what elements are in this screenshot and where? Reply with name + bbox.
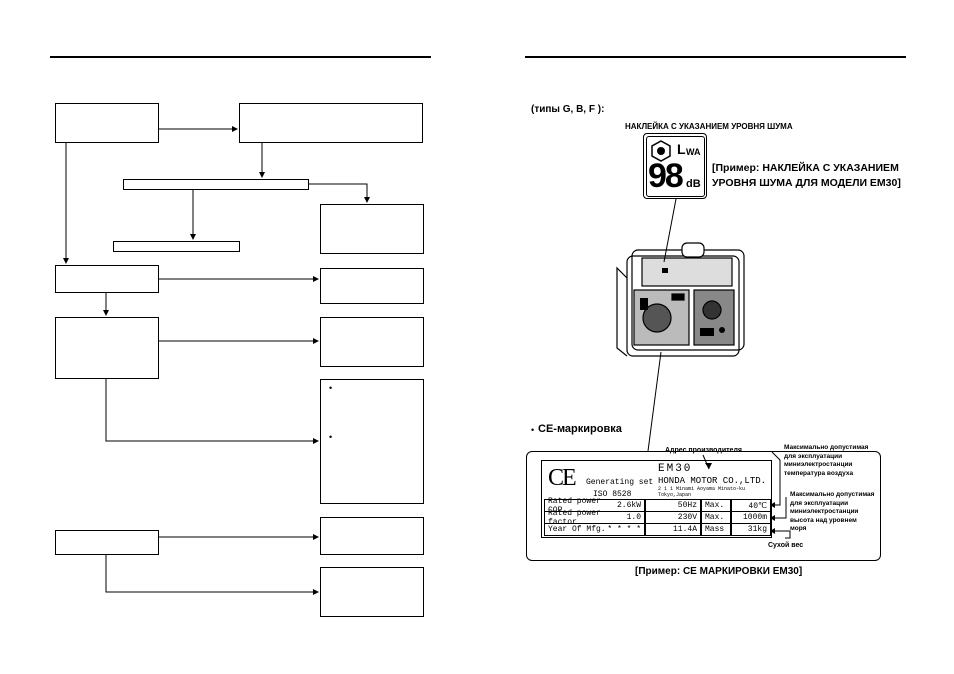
plate-row-3: Year Of Mfg. * * * * 11.4A Mass 31kg: [544, 523, 771, 536]
flow-box-1: [55, 103, 159, 143]
max-temp-line-2: для эксплуатации: [784, 452, 843, 460]
max-temp-line-3: миниэлектростанции: [784, 461, 853, 468]
generator-illustration: [616, 242, 745, 357]
plate-address-1: 2 1 1 Minami Aoyama Minato-ku: [658, 486, 746, 492]
plate-row-1-label: Rated power COP: [548, 496, 601, 515]
max-temp-note: Максимально допустимая для эксплуатации …: [784, 444, 868, 478]
flow-box-5: [320, 268, 424, 304]
plate-row-3-value: * * * *: [607, 525, 641, 534]
plate-model: EM30: [658, 463, 693, 475]
plate-row-3-label: Year Of Mfg.: [548, 525, 606, 534]
max-alt-note: Максимально допустимая для эксплуатации …: [790, 491, 874, 534]
plate-iso: ISO 8528: [593, 490, 632, 499]
plate-address-2: Tokyo,Japan: [658, 492, 692, 498]
max-alt-line-2: для эксплуатации: [790, 499, 849, 507]
noise-label-title: НАКЛЕЙКА С УКАЗАНИЕМ УРОВНЯ ШУМА: [625, 122, 793, 131]
plate-row-2-value: 1.0: [626, 513, 641, 522]
plate-row-2-label: Rated power factor: [548, 508, 601, 527]
noise-unit: dB: [686, 178, 701, 190]
lwa-l: L: [677, 141, 686, 157]
plate-row-1-value: 2.6kW: [616, 501, 641, 510]
bullet-1: •: [329, 383, 333, 393]
ce-bullet: •: [531, 425, 535, 435]
flow-box-bar-1: [123, 179, 309, 190]
max-temp-line-4: температура воздуха: [784, 469, 854, 477]
noise-caption-line-2: УРОВНЯ ШУМА ДЛЯ МОДЕЛИ EM30]: [712, 177, 901, 189]
flow-box-bar-2: [113, 241, 240, 252]
speaker-icon: [651, 140, 671, 162]
flow-box-9: [55, 530, 159, 555]
flow-box-4: [55, 265, 159, 293]
bullet-2: •: [329, 432, 333, 442]
flow-box-10: [320, 517, 424, 555]
max-alt-line-4: высота над уровнем: [790, 516, 857, 524]
max-alt-line-3: миниэлектростанции: [790, 508, 859, 515]
plate-maker: HONDA MOTOR CO.,LTD.: [658, 476, 767, 486]
left-header-rule: [50, 56, 431, 58]
flow-box-11: [320, 567, 424, 617]
types-label: (типы G, B, F ):: [531, 104, 605, 115]
noise-sticker: L WA 98 dB: [643, 133, 707, 199]
noise-value: 98: [648, 157, 684, 195]
flow-box-6: [55, 317, 159, 379]
lwa-sub: WA: [686, 147, 701, 157]
plate-row-3-mass: 31kg: [731, 523, 771, 536]
ce-caption: [Пример: CE МАРКИРОВКИ EM30]: [635, 566, 803, 577]
ce-plate-inner: CE Generating set ISO 8528 EM30 HONDA MO…: [541, 460, 772, 538]
plate-row-3-mass-label: Mass: [701, 523, 731, 536]
max-alt-line-1: Максимально допустимая: [790, 491, 875, 498]
plate-generating-set: Generating set: [586, 478, 654, 487]
right-header-rule: [525, 56, 906, 58]
ce-heading: CE-маркировка: [538, 423, 622, 435]
max-temp-line-1: Максимально допустимая: [784, 444, 869, 451]
plate-row-3-amp: 11.4A: [645, 523, 701, 536]
flow-box-8: • •: [320, 379, 424, 504]
noise-sticker-inner: [646, 136, 705, 197]
flow-box-2: [239, 103, 423, 143]
manufacturer-address-label: Адрес производителя: [665, 447, 742, 454]
dry-weight-label: Сухой вес: [768, 542, 804, 549]
flow-box-7: [320, 317, 424, 367]
max-alt-line-5: моря: [790, 525, 807, 532]
flow-box-3: [320, 204, 424, 254]
ce-plate-outer: [526, 451, 881, 561]
noise-caption-line-1: [Пример: НАКЛЕЙКА С УКАЗАНИЕМ: [712, 162, 899, 174]
ce-mark: CE: [548, 465, 577, 491]
